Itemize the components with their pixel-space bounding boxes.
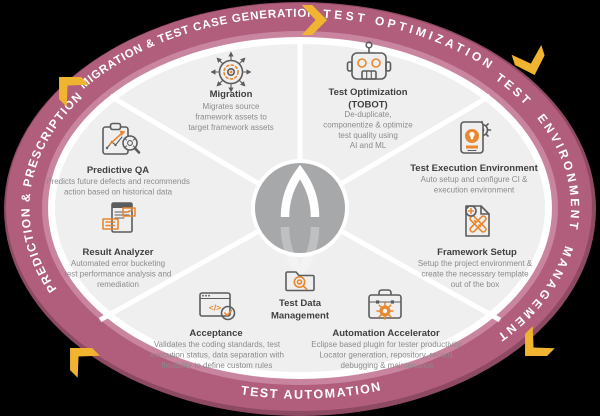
item-predictive-qa: Predictive QA Predicts future defects an… [46, 122, 190, 196]
item-test-optimization-tobot: Test Optimization(TOBOT) De-duplicate,co… [323, 41, 413, 150]
item-title: Acceptance [189, 328, 242, 339]
item-title: Framework Setup [437, 247, 517, 258]
robot-icon [346, 41, 392, 80]
item-desc: Setup the project environment &create th… [418, 259, 533, 289]
device-gear-bulb-icon [460, 120, 492, 154]
item-title: Automation Accelerator [332, 328, 440, 339]
item-title: Test Execution Environment [410, 163, 538, 174]
report-documents-icon [102, 202, 136, 233]
item-acceptance: </> Acceptance Validates the coding stan… [150, 292, 284, 370]
item-title: Migration [210, 89, 253, 100]
item-title: Test Optimization(TOBOT) [329, 87, 408, 110]
item-desc: Auto setup and configure CI &execution e… [421, 175, 528, 194]
item-desc: Eclipse based plugin for tester producti… [311, 340, 462, 370]
code-glyph: </> [209, 303, 221, 313]
item-framework-setup: Framework Setup Setup the project enviro… [418, 205, 533, 289]
toolbox-gear-icon [368, 289, 402, 320]
item-result-analyzer: Result Analyzer Automated error bucketin… [65, 202, 172, 289]
center-hub [251, 159, 349, 280]
item-test-execution-environment: Test Execution Environment Auto setup an… [410, 120, 539, 194]
item-automation-accelerator: Automation Accelerator Eclipse based plu… [311, 289, 463, 370]
item-title: Result Analyzer [83, 247, 154, 258]
center-logo [280, 164, 320, 218]
center-logo-reflection [280, 226, 320, 280]
item-title: Predictive QA [87, 165, 149, 176]
center-circle [251, 159, 349, 257]
folder-magnifier-icon [285, 271, 315, 292]
migration-gear-arrows-icon [210, 51, 252, 93]
clipboard-chart-magnifier-icon [102, 122, 141, 155]
code-window-check-icon: </> [199, 292, 236, 321]
document-tools-icon [465, 205, 490, 237]
